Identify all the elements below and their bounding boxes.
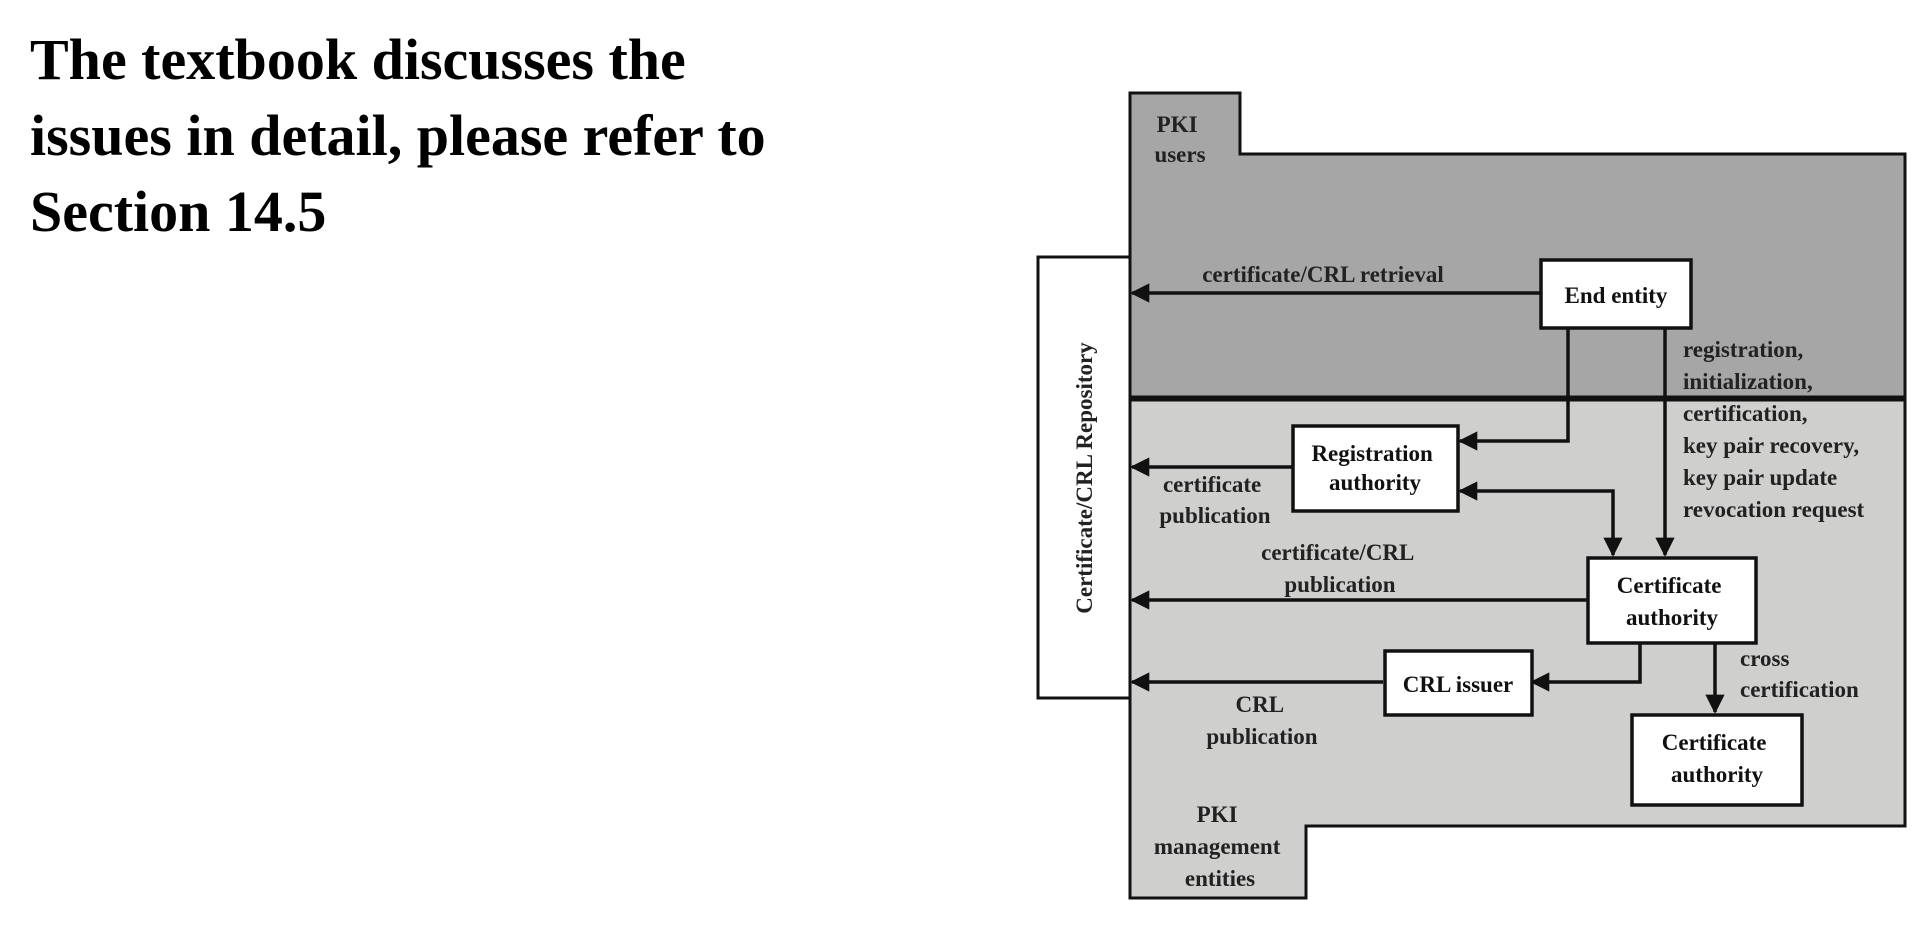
retrieval-label: certificate/CRL retrieval	[1202, 262, 1444, 287]
pki-management-label: PKI management entities	[1154, 802, 1286, 891]
ca-to-crl-issuer-arrow	[1530, 643, 1642, 692]
certificate-authority-2-box	[1630, 713, 1804, 807]
slide-heading: The textbook discusses the issues in det…	[30, 22, 890, 250]
registration-authority-label: Registration authority	[1311, 441, 1438, 495]
pki-users-label: PKI users	[1154, 112, 1205, 167]
management-operations-label: registration, initialization, certificat…	[1683, 337, 1865, 522]
registration-authority-box	[1291, 424, 1460, 513]
cross-certification-label: cross certification	[1740, 646, 1859, 702]
crl-issuer-box	[1383, 649, 1534, 717]
certificate-authority-box	[1586, 556, 1758, 645]
ra-ca-bidirectional-arrow	[1458, 481, 1623, 557]
heading-line: issues in detail, please refer to	[30, 103, 766, 168]
end-entity-box	[1539, 258, 1693, 330]
certificate-authority-label: Certificate authority	[1617, 573, 1727, 630]
end-entity-to-ra-arrow	[1458, 328, 1570, 451]
certificate-crl-repository	[1036, 255, 1132, 700]
heading-line: Section 14.5	[30, 179, 327, 244]
repository-label: Certificate/CRL Repository	[1072, 342, 1097, 614]
certificate-authority-2-label: Certificate authority	[1662, 730, 1772, 787]
crl-issuer-label: CRL issuer	[1403, 672, 1514, 697]
end-entity-label: End entity	[1565, 283, 1668, 308]
ca-publication-label: certificate/CRL publication	[1261, 540, 1419, 597]
ra-publication-label: certificate publication	[1159, 472, 1270, 528]
heading-line: The textbook discusses the	[30, 27, 686, 92]
crl-publication-label: CRL publication	[1206, 692, 1317, 749]
